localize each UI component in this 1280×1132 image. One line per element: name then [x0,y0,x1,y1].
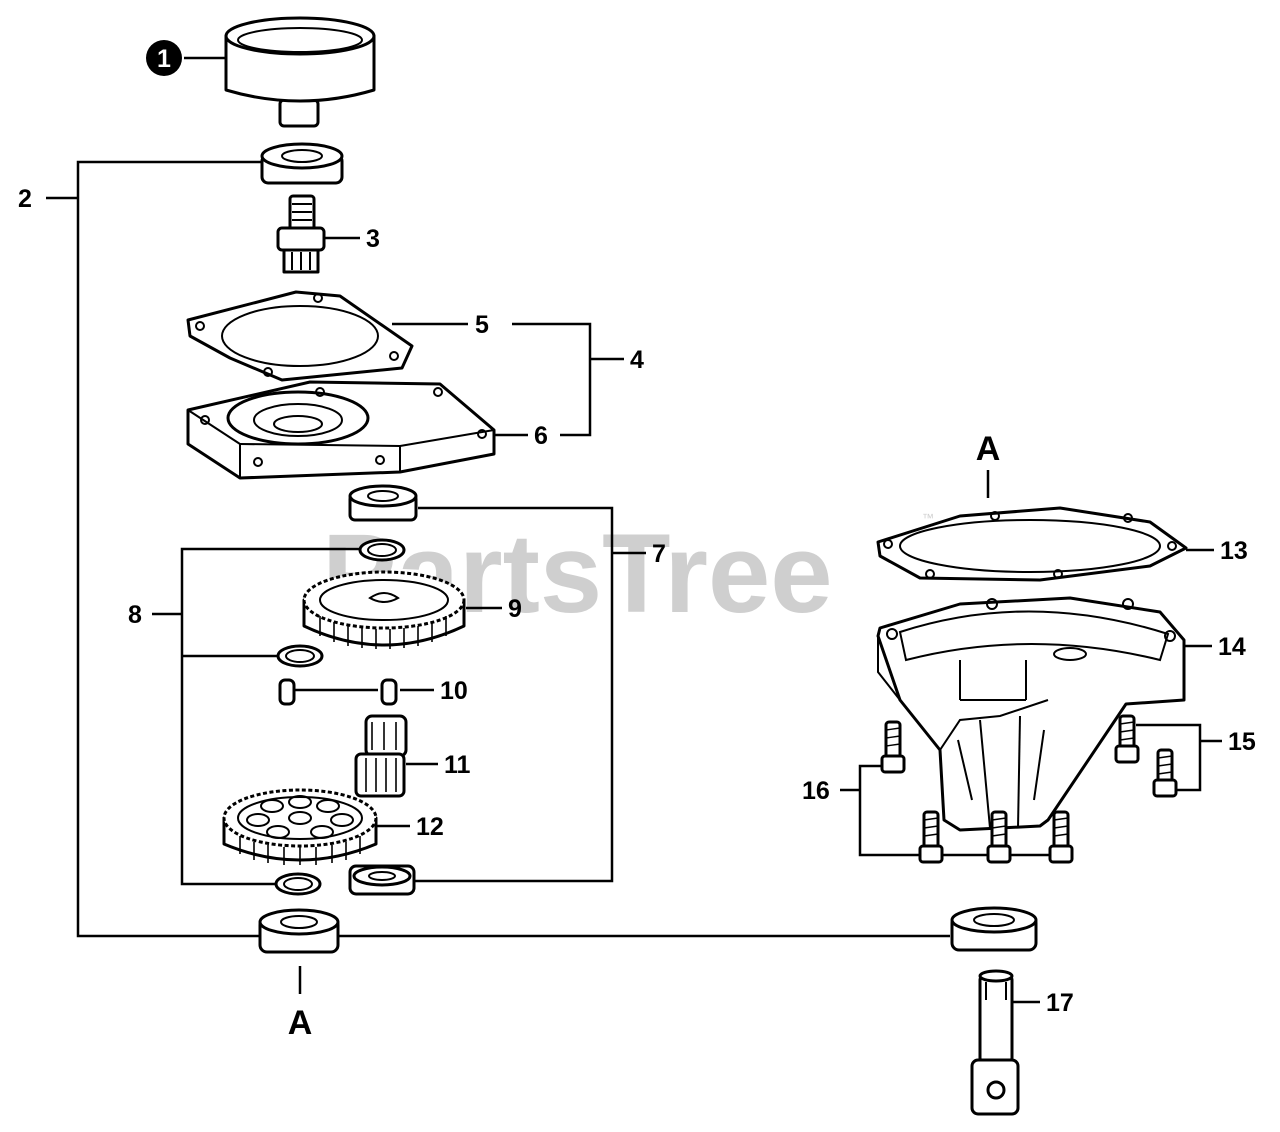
callout-3: 3 [366,225,380,253]
retaining-ring-middle[interactable] [276,644,324,668]
bracket-4 [512,322,592,437]
bracket-16 [858,764,920,857]
bracket-2 [76,160,262,938]
bearing-bottom-left[interactable] [258,908,340,954]
watermark-trademark: ™ [922,511,934,525]
part-14-gear-case[interactable] [876,596,1186,832]
marker-a-right: A [976,430,1001,468]
callout-10: 10 [440,677,468,705]
callout-8: 8 [128,601,142,629]
bearing-top[interactable] [260,142,344,185]
bearing-bottom-right[interactable] [950,906,1038,952]
bracket-7 [414,506,614,883]
marker-a-left: A [288,1004,313,1042]
retaining-ring-top[interactable] [358,538,406,562]
callout-17: 17 [1046,989,1074,1017]
part-13-gasket[interactable] [876,506,1188,582]
callout-6: 6 [534,422,548,450]
callout-11: 11 [444,751,471,779]
part-11-splined-shaft[interactable] [354,714,408,798]
bearing-lower[interactable] [348,864,416,896]
callout-15: 15 [1228,728,1256,756]
part-9-large-gear[interactable] [302,570,466,649]
callout-1: 1 [157,45,171,73]
callout-4: 4 [630,346,644,374]
part-17-output-shaft[interactable] [970,969,1020,1116]
callout-2: 2 [18,185,32,213]
part-15-screws[interactable] [1114,714,1178,798]
callout-9: 9 [508,595,522,623]
retaining-ring-bottom[interactable] [274,872,322,896]
part-12-perforated-gear[interactable] [222,788,378,865]
callout-13: 13 [1220,537,1248,565]
callout-14: 14 [1218,633,1246,661]
callout-5: 5 [475,311,489,339]
callout-16: 16 [802,777,830,805]
bearing-middle[interactable] [348,484,418,522]
part-16-screws[interactable] [880,720,1074,864]
part-3-pinion[interactable] [276,194,326,274]
part-1-clutch-drum[interactable] [224,16,376,128]
part-10-pins[interactable] [278,678,398,706]
callout-7: 7 [652,540,666,568]
bracket-15 [1136,723,1202,792]
callout-1-badge: 1 [146,40,182,76]
part-6-housing-cover[interactable] [186,380,496,480]
part-5-gasket[interactable] [186,290,414,382]
bracket-8 [180,547,360,886]
callout-12: 12 [416,813,444,841]
